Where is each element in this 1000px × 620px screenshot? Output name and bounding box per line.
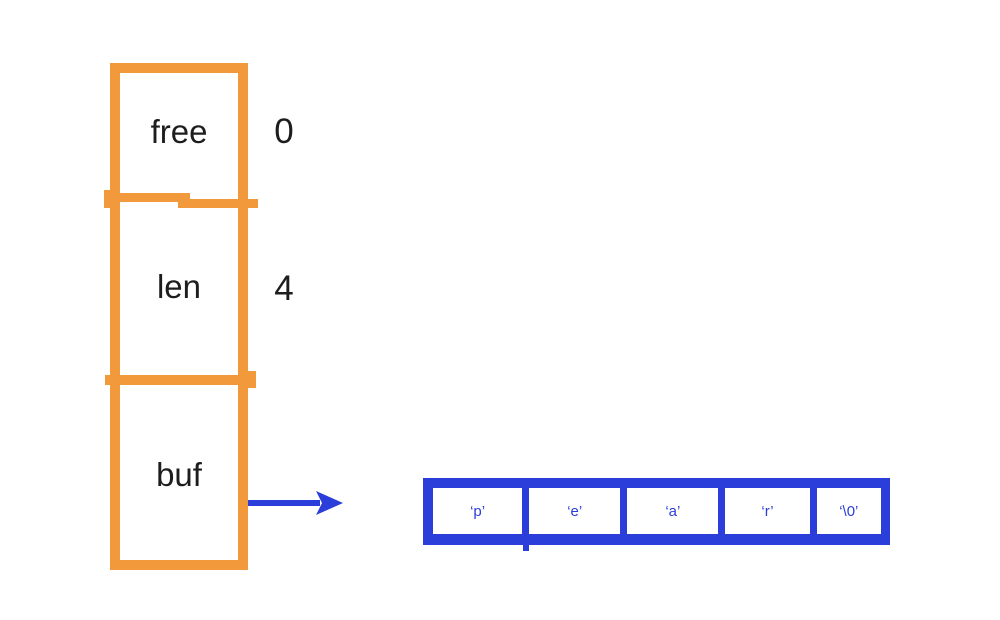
field-value-free-text: 0: [274, 112, 294, 151]
buffer-cell-text: ‘p’: [470, 502, 486, 520]
divider-free-len-left-tick: [104, 190, 114, 208]
field-value-len-text: 4: [274, 269, 294, 308]
buffer-cell-text: ‘a’: [665, 502, 681, 520]
field-label-len: len: [110, 201, 248, 373]
field-value-free: 0: [250, 63, 318, 201]
field-value-len: 4: [250, 203, 318, 375]
field-label-free-text: free: [150, 113, 208, 150]
buffer-cell-text: ‘\0’: [839, 502, 859, 520]
buffer-cell-text: ‘r’: [761, 502, 774, 520]
divider-len-buf-right-tick: [247, 371, 256, 388]
pointer-arrow-icon: [248, 491, 343, 515]
buffer-cell-text: ‘e’: [567, 502, 583, 520]
divider-free-len-segment: [178, 199, 258, 208]
char-buffer: ‘p’ ‘e’ ‘a’ ‘r’ ‘\0’: [423, 478, 890, 545]
field-label-buf-text: buf: [156, 456, 202, 493]
field-label-buf: buf: [110, 385, 248, 565]
buffer-cell: ‘e’: [529, 488, 621, 534]
buffer-cell: ‘a’: [627, 488, 719, 534]
struct-box: [110, 63, 248, 570]
field-label-len-text: len: [156, 268, 202, 305]
divider-free-len: [104, 193, 190, 202]
divider-len-buf: [105, 375, 250, 385]
buffer-cell: ‘\0’: [816, 488, 881, 534]
buffer-cell: ‘p’: [433, 488, 523, 534]
buffer-bottom-tick: [523, 543, 529, 551]
buffer-cell: ‘r’: [725, 488, 810, 534]
field-label-free: free: [110, 63, 248, 201]
